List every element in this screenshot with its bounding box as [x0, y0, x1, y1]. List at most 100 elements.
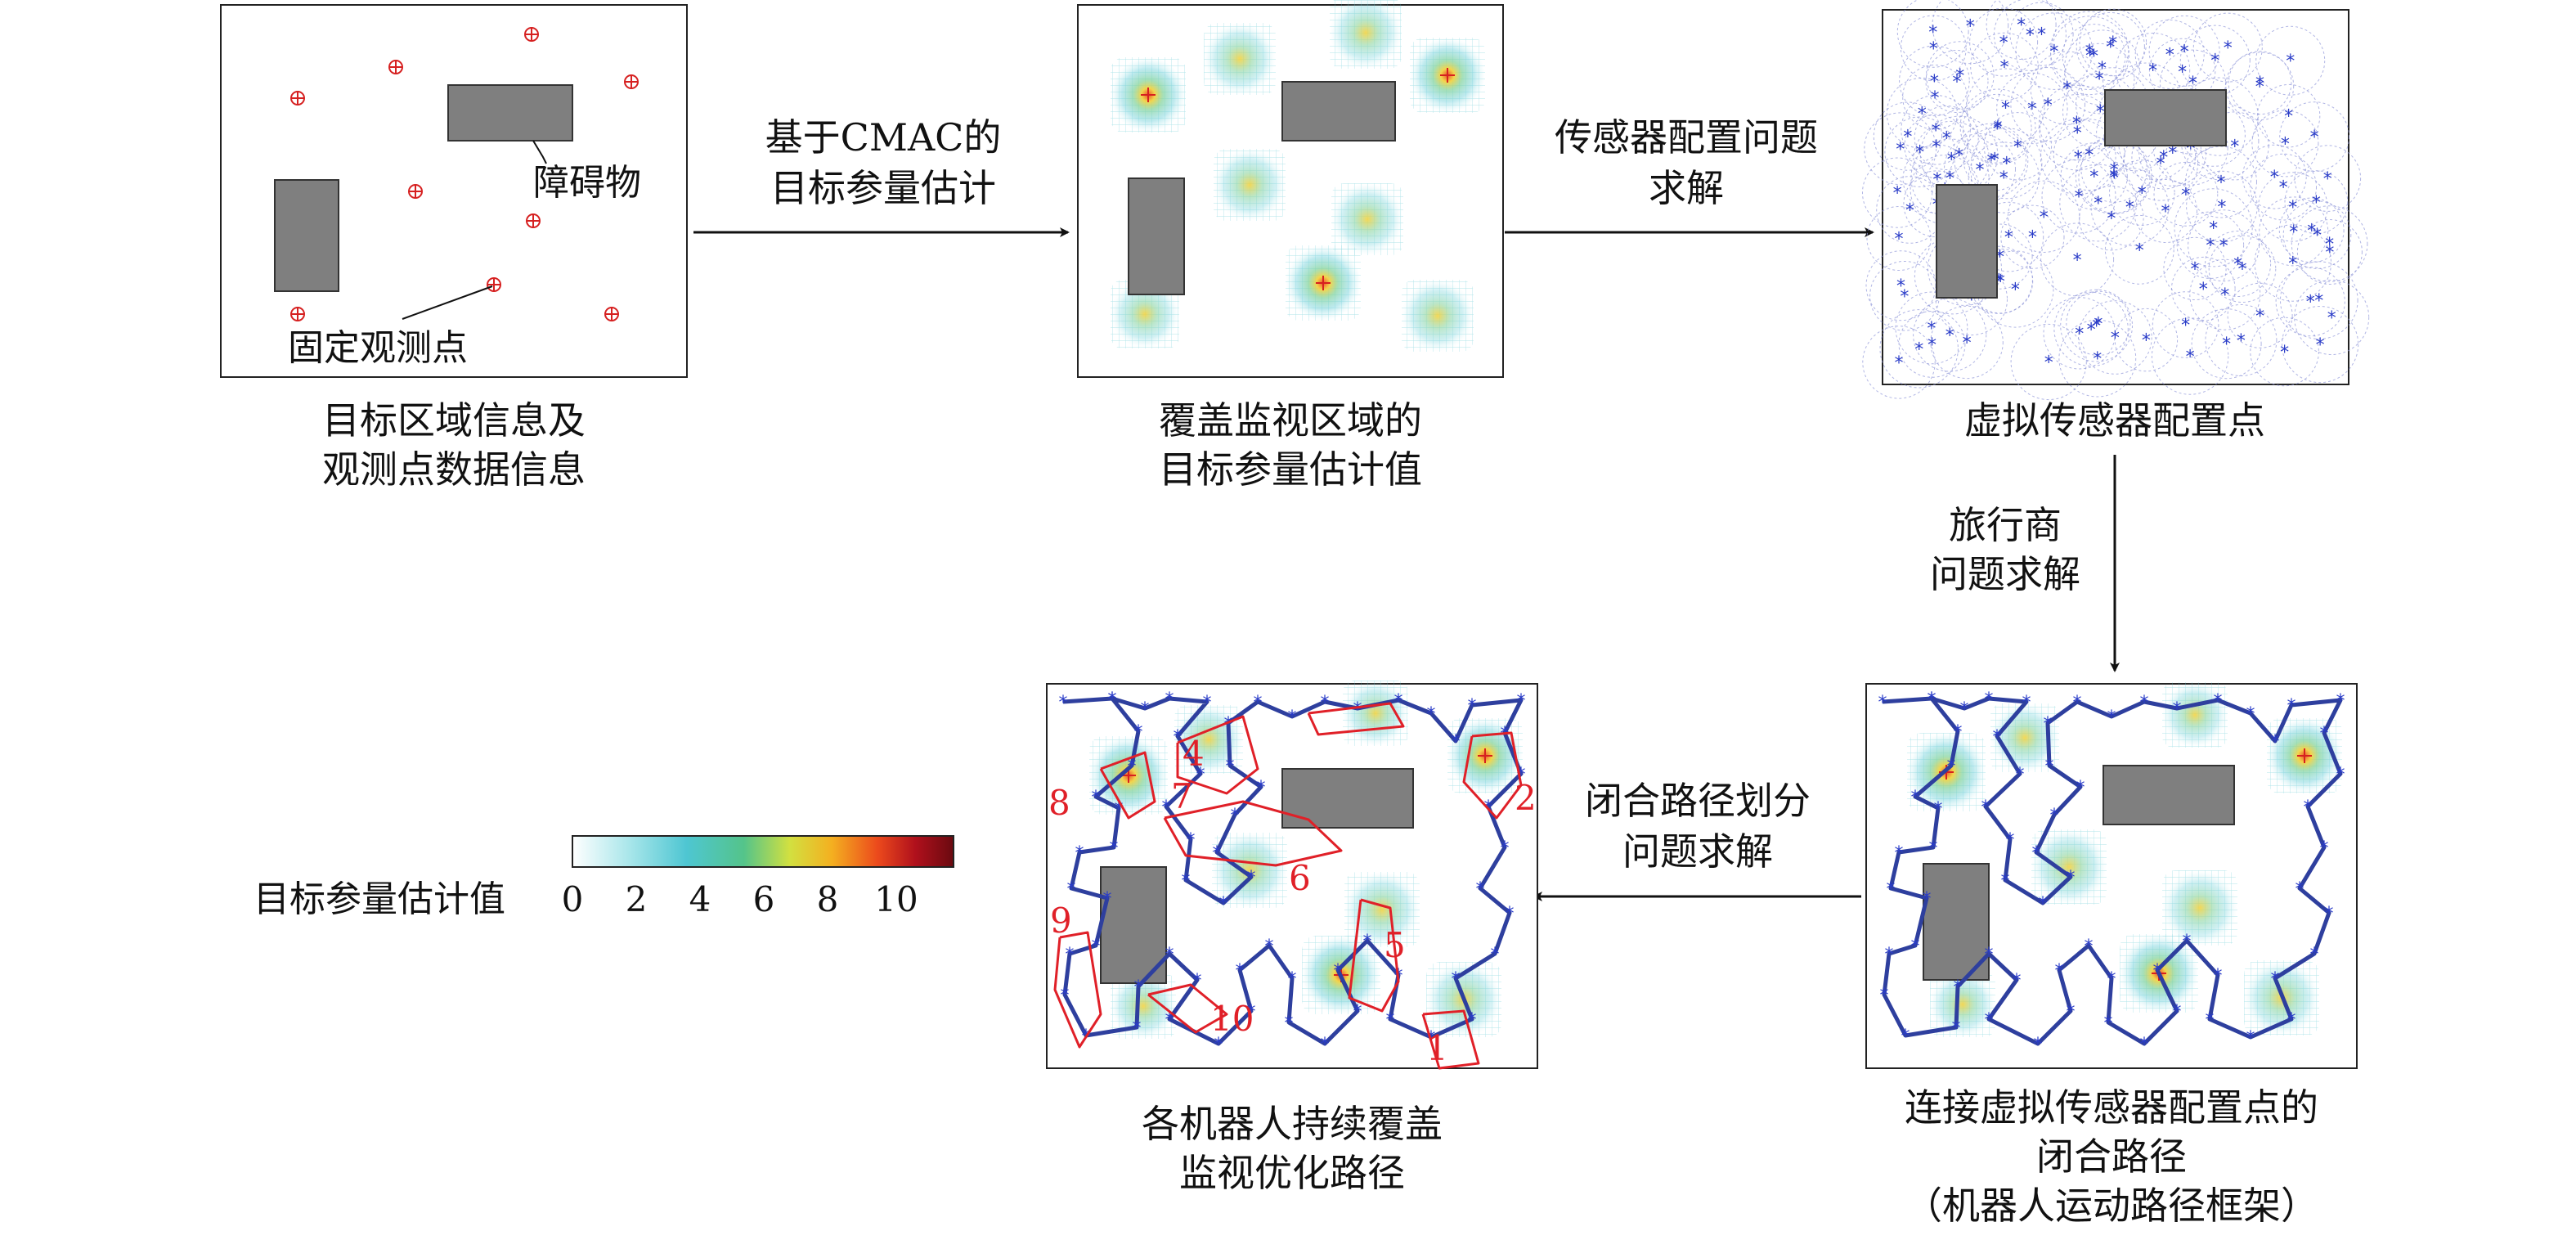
path-point-star: *	[1993, 727, 2002, 748]
arrow-path-partition: 闭合路径划分 问题求解	[1533, 779, 1861, 901]
sensor-point-star: *	[2206, 236, 2215, 257]
observation-point	[526, 213, 541, 228]
coverage-circle	[2148, 38, 2216, 106]
sensor-point-star: *	[2310, 128, 2319, 148]
sensor-point-star: *	[2181, 316, 2190, 336]
robot-route	[1099, 751, 1156, 820]
sensor-point-star: *	[2199, 280, 2208, 300]
coverage-circle	[1970, 32, 2039, 101]
sensor-point-star: *	[1953, 73, 1962, 93]
sensor-point-star: *	[2255, 77, 2264, 97]
path-point-star: *	[2153, 961, 2162, 982]
coverage-circle	[2131, 124, 2197, 190]
coverage-circle	[1967, 223, 2033, 290]
robot-route	[1163, 800, 1343, 867]
sensor-point-star: *	[2156, 155, 2165, 175]
sensor-point-star: *	[2089, 47, 2098, 67]
obstacle	[447, 84, 573, 142]
arrow-label: 基于CMAC的	[765, 115, 1002, 159]
sensor-point-star: *	[1918, 104, 1927, 124]
sensor-point-star: *	[2135, 240, 2144, 261]
path-point-star: *	[2214, 691, 2223, 712]
coverage-circle	[2227, 282, 2293, 348]
heat-blob	[1111, 973, 1176, 1039]
coverage-circle	[1930, 305, 2004, 380]
sensor-point-star: *	[2098, 59, 2107, 79]
sensor-point-star: *	[2075, 324, 2084, 344]
coverage-circle	[2282, 200, 2352, 269]
coverage-circle	[2134, 19, 2205, 89]
sensor-point-star: *	[2233, 255, 2242, 276]
sensor-point-star: *	[2111, 329, 2120, 349]
closed-path	[1062, 696, 1524, 1046]
route-label: 8	[1048, 783, 1070, 823]
sensor-point-star: *	[2316, 335, 2325, 356]
sensor-point-star: *	[2085, 42, 2094, 62]
path-point-star: *	[2246, 1028, 2255, 1049]
path-point-star: *	[1187, 830, 1196, 851]
path-point-star: *	[2044, 714, 2053, 735]
sensor-point-star: *	[2040, 208, 2049, 228]
sensor-point-star: *	[1947, 151, 1956, 171]
path-point-star: *	[1928, 690, 1936, 710]
path-point-star: *	[1506, 904, 1515, 924]
sensor-point-star: *	[1914, 339, 1923, 360]
coverage-circle	[2278, 197, 2345, 263]
coverage-circle	[2163, 236, 2227, 300]
coverage-circle	[2191, 308, 2262, 380]
path-point-star: *	[1386, 1010, 1395, 1031]
sensor-point-star: *	[2013, 137, 2022, 158]
path-point-star: *	[2320, 838, 2329, 859]
path-point-star: *	[1174, 727, 1183, 748]
panel-virtual-sensors: ****************************************…	[1862, 0, 2370, 443]
coverage-circle	[1914, 106, 1979, 170]
path-point-star: *	[2013, 971, 2022, 991]
coverage-circle	[2174, 188, 2253, 267]
coverage-circle	[2256, 83, 2321, 148]
sensor-point-star: *	[1928, 335, 1936, 356]
coverage-circle	[1925, 50, 1989, 113]
sensor-point-star: *	[2026, 25, 2035, 46]
estimate-heatmap	[1111, 0, 1485, 352]
robot-routes	[1053, 702, 1523, 1070]
sensor-point-star: *	[2281, 134, 2290, 155]
sensor-point-star: *	[1893, 184, 1902, 204]
heat-blob	[1930, 972, 1995, 1037]
sensor-point-star: *	[2237, 331, 2246, 352]
coverage-circle	[2228, 51, 2292, 115]
coverage-circle	[1896, 0, 1969, 68]
path-point-star: *	[2206, 1010, 2215, 1031]
path-point-star: *	[1929, 838, 1938, 859]
path-point-star: *	[1363, 932, 1372, 952]
route-label: 9	[1050, 901, 1072, 941]
coverage-circle	[1866, 206, 1932, 271]
sensor-point-star: *	[2106, 38, 2115, 58]
sensor-point-star: *	[1932, 121, 1941, 142]
sensor-point-star: *	[2095, 70, 2104, 90]
path-point-star: *	[1947, 757, 1956, 777]
coverage-circle	[2291, 205, 2368, 282]
path-point-star: *	[1468, 696, 1477, 717]
panel-target-region: 障碍物 固定观测点 目标区域信息及 观测点数据信息	[220, 4, 688, 492]
observation-point	[604, 307, 619, 321]
panel-robot-routes: ****************************************…	[1046, 681, 1538, 1195]
sensor-point-star: *	[2037, 25, 2046, 46]
path-point-star: *	[2045, 757, 2054, 777]
arrow-label: 求解	[1649, 166, 1724, 210]
path-point-star: *	[1321, 693, 1330, 713]
sensor-point-star: *	[2109, 167, 2118, 187]
path-point-star: *	[1476, 879, 1485, 900]
panel-caption: 观测点数据信息	[322, 447, 586, 492]
coverage-circle	[2090, 168, 2170, 246]
sensor-point-star: *	[2314, 291, 2323, 312]
path-point-star: *	[1193, 971, 1202, 991]
path-point-star: *	[1226, 757, 1235, 777]
sensor-point-star: *	[1929, 39, 1938, 60]
route-label: 10	[1210, 999, 1254, 1039]
path-point-star: *	[1887, 879, 1896, 900]
point-leader-line	[402, 285, 493, 320]
path-point-star: *	[1468, 1010, 1477, 1031]
path-point-star: *	[1928, 690, 1936, 710]
sensor-point-star: *	[2044, 96, 2053, 116]
sensor-point-star: *	[2073, 124, 2082, 144]
